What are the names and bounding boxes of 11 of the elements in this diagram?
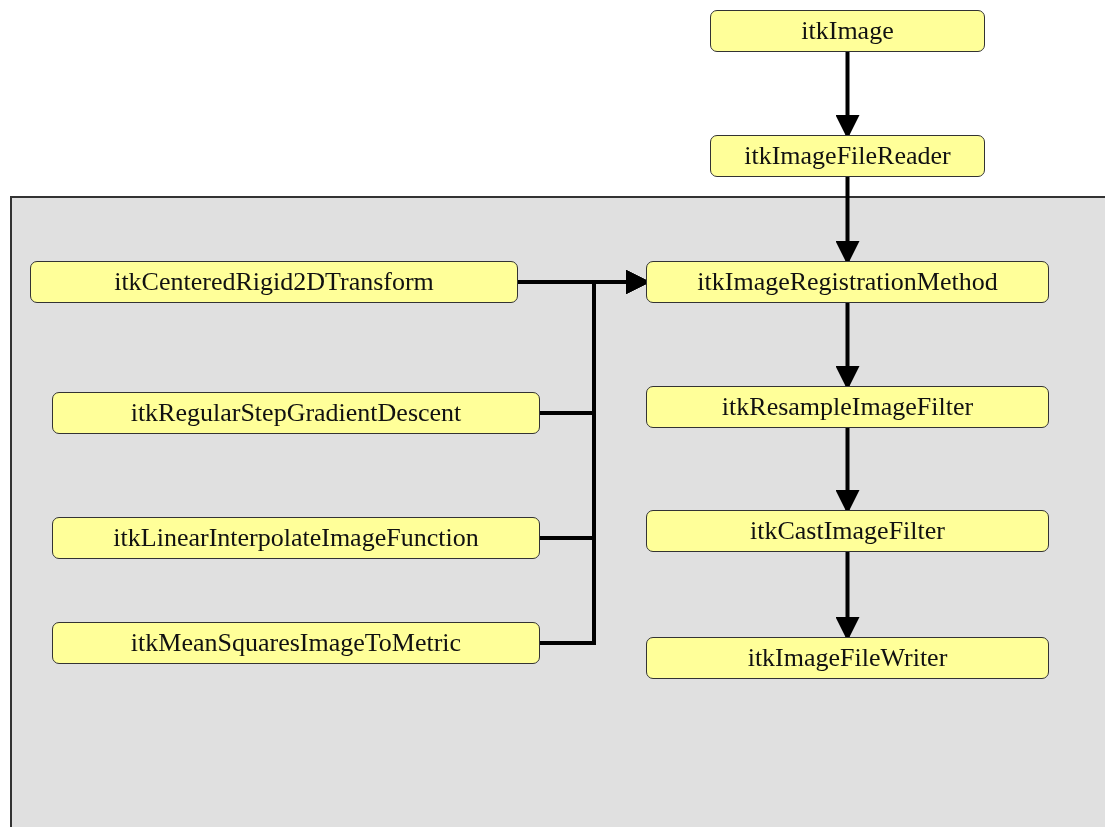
class-box: itkCastImageFilter: [646, 510, 1049, 552]
class-box: itkImageFileWriter: [646, 637, 1049, 679]
class-box: itkMeanSquaresImageToMetric: [52, 622, 540, 664]
class-box: itkImageFileReader: [710, 135, 985, 177]
class-box: itkRegularStepGradientDescent: [52, 392, 540, 434]
class-box: itkLinearInterpolateImageFunction: [52, 517, 540, 559]
class-box: itkImageRegistrationMethod: [646, 261, 1049, 303]
class-box: itkResampleImageFilter: [646, 386, 1049, 428]
class-box: itkImage: [710, 10, 985, 52]
class-box: itkCenteredRigid2DTransform: [30, 261, 518, 303]
group-panel: [10, 196, 1105, 827]
